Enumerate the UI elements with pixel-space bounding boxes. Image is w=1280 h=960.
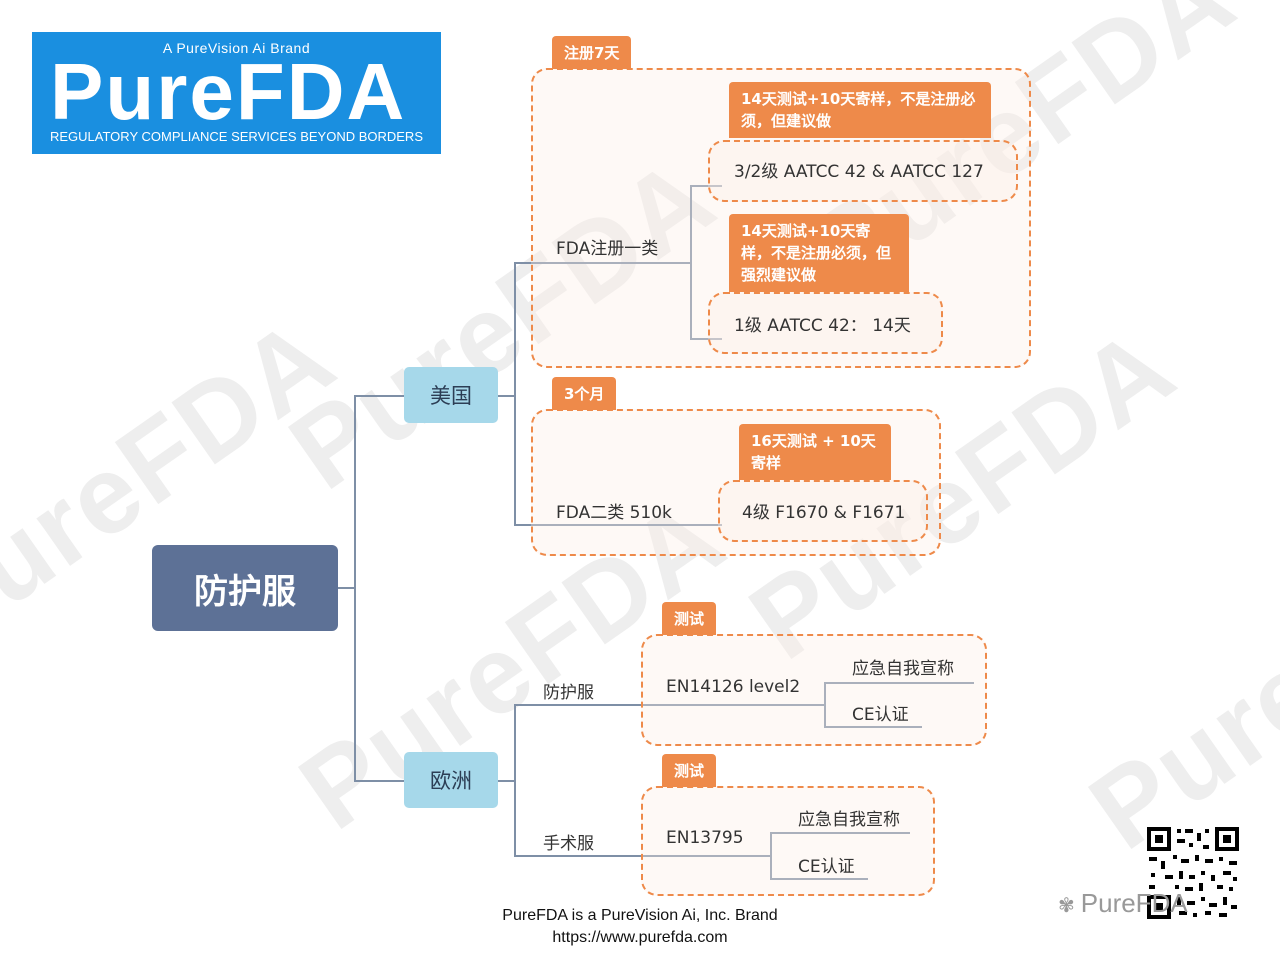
brand-logo: A PureVision Ai Brand PureFDA REGULATORY… [32, 32, 441, 154]
boundary-eu-protective [641, 634, 987, 746]
topic-class2-item1: 4级 F1670 & F1671 [742, 503, 906, 523]
topic-class1-item2: 1级 AATCC 42： 14天 [734, 316, 911, 336]
topic-en14126: EN14126 level2 [666, 677, 801, 697]
leaf-ce-certification: CE认证 [852, 705, 909, 725]
watermark-text: PureFDA [1068, 494, 1280, 873]
callout-class1-item1: 14天测试+10天寄样，不是注册必须，但建议做 [729, 82, 991, 138]
wechat-label: ✾PureFDA [1058, 888, 1188, 919]
boundary-eu-surgical [641, 786, 935, 896]
topic-fda-class2: FDA二类 510k [556, 503, 672, 523]
country-us: 美国 [404, 367, 498, 423]
boundary-tag-eu-surgical: 测试 [662, 754, 717, 787]
boundary-class1-item1 [708, 140, 1018, 202]
topic-en13795: EN13795 [666, 828, 744, 848]
callout-class2-item1: 16天测试 + 10天寄样 [739, 424, 891, 480]
boundary-tag-eu-protective: 测试 [662, 602, 717, 635]
topic-fda-class1: FDA注册一类 [556, 239, 659, 259]
topic-eu-protective: 防护服 [543, 683, 594, 703]
root-topic: 防护服 [152, 545, 338, 631]
callout-class1-item2: 14天测试+10天寄样，不是注册必须，但强烈建议做 [729, 214, 909, 292]
qr-code [1145, 825, 1241, 921]
boundary-class1-item2 [708, 292, 943, 354]
boundary-tag-class1: 注册7天 [552, 36, 632, 69]
wechat-account-name: PureFDA [1080, 888, 1188, 918]
leaf-self-declaration: 应急自我宣称 [852, 659, 954, 679]
logo-tagline-bottom: REGULATORY COMPLIANCE SERVICES BEYOND BO… [49, 129, 423, 144]
boundary-class2-item1 [718, 480, 928, 542]
country-eu: 欧洲 [404, 752, 498, 808]
topic-eu-surgical: 手术服 [543, 834, 594, 854]
boundary-tag-class2: 3个月 [552, 377, 617, 410]
wechat-icon: ✾ [1058, 895, 1075, 917]
topic-class1-item1: 3/2级 AATCC 42 & AATCC 127 [734, 162, 984, 182]
logo-tagline-top: A PureVision Ai Brand [162, 40, 311, 56]
logo-name: PureFDA [50, 47, 407, 136]
leaf-self-declaration: 应急自我宣称 [798, 810, 900, 830]
footer-brand: PureFDA is a PureVision Ai, Inc. Brand [502, 907, 778, 924]
leaf-ce-certification: CE认证 [798, 857, 855, 877]
footer-url: https://www.purefda.com [552, 929, 728, 946]
